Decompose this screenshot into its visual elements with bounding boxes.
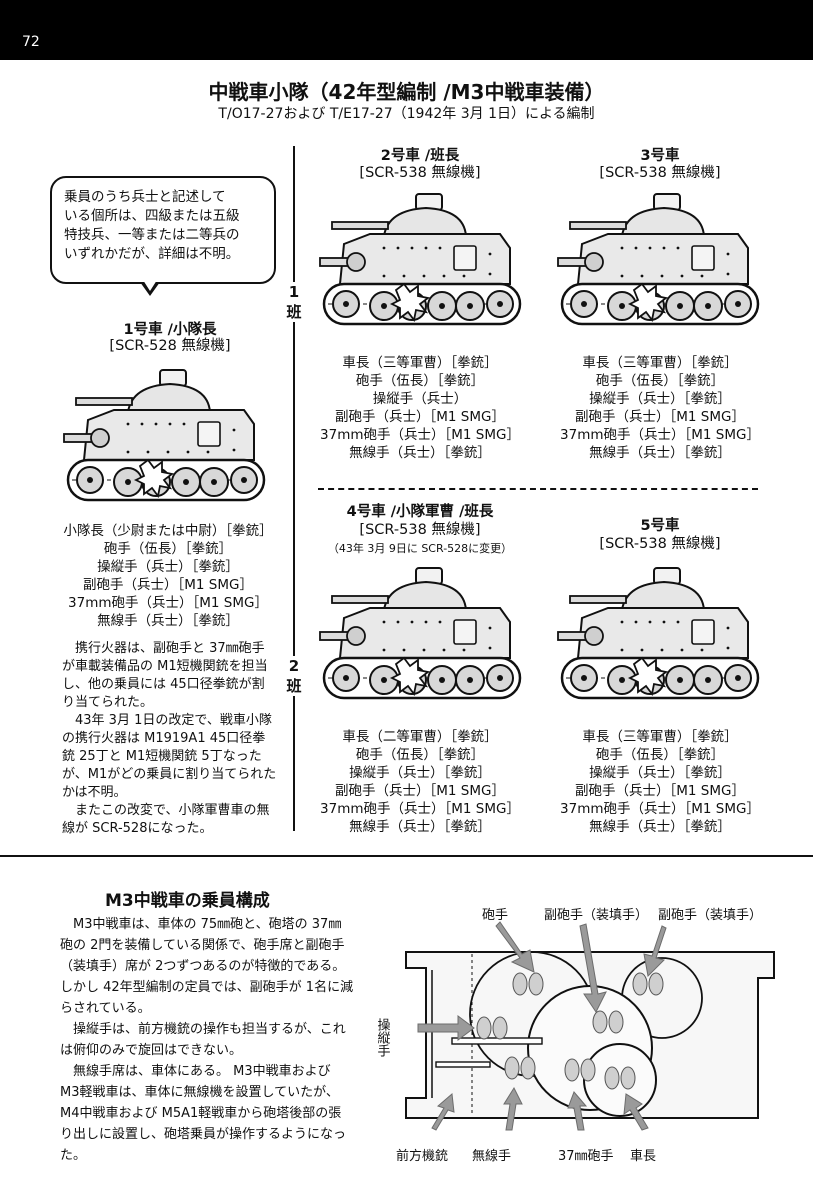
vehicle-2-name: 2号車 /班長 — [380, 148, 460, 164]
vehicle-1-radio: [SCR-528 無線機] — [109, 338, 231, 354]
crew-line: 無線手（兵士）［拳銃］ — [97, 613, 239, 629]
vehicle-1-tank-illustration — [62, 368, 266, 502]
crew-line: 車長（三等軍曹）［拳銃］ — [582, 355, 738, 371]
vehicle-1-crew: 小隊長（少尉または中尉）［拳銃］ 砲手（伍長）［拳銃］ 操縦手（兵士）［拳銃］ … — [48, 522, 288, 630]
label-radio: 無線手 — [472, 1148, 511, 1164]
group-2-label: 2 班 — [282, 656, 306, 696]
vehicle-1-name: 1号車 /小隊長 — [123, 322, 217, 338]
crew-seating-diagram: 砲手 副砲手（装填手） 副砲手（装填手） 前方機銃 無線手 37㎜砲手 車長 操… — [375, 908, 775, 1164]
vehicle-5-tank-illustration — [556, 566, 760, 700]
crew-line: 37mm砲手（兵士）［M1 SMG］ — [320, 801, 520, 817]
crew-line: 37mm砲手（兵士）［M1 SMG］ — [560, 427, 760, 443]
bubble-line: 乗員のうち兵士と記述して — [64, 189, 226, 205]
section-title: M3中戦車の乗員構成 — [105, 891, 270, 911]
section-paragraph: 操縦手は、前方機銃の操作も担当するが、これは俯仰のみで旋回はできない。 — [60, 1022, 346, 1058]
vehicle-3-name: 3号車 — [640, 148, 680, 164]
vehicle-4-tank-illustration — [318, 566, 522, 700]
page-title: 中戦車小隊（42年型編制 /M3中戦車装備） — [208, 80, 605, 104]
section-separator — [0, 855, 813, 857]
vehicle-4-radio: [SCR-538 無線機] — [359, 522, 481, 538]
vehicle-5-name: 5号車 — [640, 518, 680, 534]
group-divider — [318, 488, 758, 490]
header-bar — [0, 0, 813, 60]
crew-line: 無線手（兵士）［拳銃］ — [349, 445, 491, 461]
crew-line: 副砲手（兵士）［M1 SMG］ — [575, 783, 745, 799]
crew-line: 操縦手（兵士） — [372, 391, 468, 407]
label-gunner: 砲手 — [482, 908, 508, 923]
vehicle-2-crew: 車長（三等軍曹）［拳銃］ 砲手（伍長）［拳銃］ 操縦手（兵士） 副砲手（兵士）［… — [300, 354, 540, 462]
crew-line: 操縦手（兵士）［拳銃］ — [349, 765, 491, 781]
weapons-note-paragraph: 携行火器は、副砲手と 37㎜砲手が車載装備品の M1短機関銃を担当し、他の乗員に… — [62, 641, 268, 710]
vehicle-3-tank-illustration — [556, 192, 760, 326]
crew-line: 操縦手（兵士）［拳銃］ — [589, 391, 731, 407]
vehicle-4-name: 4号車 /小隊軍曹 /班長 — [346, 504, 494, 520]
crew-line: 無線手（兵士）［拳銃］ — [589, 445, 731, 461]
section-paragraph: M3中戦車は、車体の 75㎜砲と、砲塔の 37㎜砲の 2門を装備している関係で、… — [60, 917, 354, 1016]
crew-line: 砲手（伍長）［拳銃］ — [595, 373, 725, 389]
crew-line: 操縦手（兵士）［拳銃］ — [97, 559, 239, 575]
group-2-number: 2 — [288, 657, 300, 675]
crew-line: 37mm砲手（兵士）［M1 SMG］ — [68, 595, 268, 611]
crew-line: 操縦手（兵士）［拳銃］ — [589, 765, 731, 781]
crew-line: 車長（三等軍曹）［拳銃］ — [342, 355, 498, 371]
vehicle-4-crew: 車長（二等軍曹）［拳銃］ 砲手（伍長）［拳銃］ 操縦手（兵士）［拳銃］ 副砲手（… — [300, 728, 540, 836]
group-1-label: 1 班 — [282, 282, 306, 322]
vehicle-3-radio: [SCR-538 無線機] — [599, 165, 721, 181]
vehicle-5-crew: 車長（三等軍曹）［拳銃］ 砲手（伍長）［拳銃］ 操縦手（兵士）［拳銃］ 副砲手（… — [540, 728, 780, 836]
crew-line: 副砲手（兵士）［M1 SMG］ — [83, 577, 253, 593]
group-2-han: 班 — [286, 677, 302, 695]
group-1-han: 班 — [286, 303, 302, 321]
bubble-tail-inner — [143, 280, 157, 291]
label-commander: 車長 — [630, 1149, 656, 1164]
bubble-line: いる個所は、四級または五級 — [64, 208, 240, 224]
speech-bubble: 乗員のうち兵士と記述して いる個所は、四級または五級 特技兵、一等または二等兵の… — [50, 176, 276, 284]
crew-line: 37mm砲手（兵士）［M1 SMG］ — [320, 427, 520, 443]
weapons-note-paragraph: 43年 3月 1日の改定で、戦車小隊の携行火器は M1919A1 45口径拳銃 … — [62, 713, 277, 800]
vertical-divider — [293, 146, 295, 831]
crew-line: 砲手（伍長）［拳銃］ — [355, 373, 485, 389]
section-paragraph: 無線手席は、車体にある。 M3中戦車および M3軽戦車は、車体に無線機を設置して… — [60, 1064, 347, 1163]
crew-line: 副砲手（兵士）［M1 SMG］ — [335, 783, 505, 799]
section-body: M3中戦車は、車体の 75㎜砲と、砲塔の 37㎜砲の 2門を装備している関係で、… — [60, 914, 354, 1166]
vehicle-2-tank-illustration — [318, 192, 522, 326]
vehicle-2-radio: [SCR-538 無線機] — [359, 165, 481, 181]
vehicle-5-radio: [SCR-538 無線機] — [599, 536, 721, 552]
weapons-note: 携行火器は、副砲手と 37㎜砲手が車載装備品の M1短機関銃を担当し、他の乗員に… — [62, 640, 277, 838]
crew-line: 副砲手（兵士）［M1 SMG］ — [575, 409, 745, 425]
crew-line: 副砲手（兵士）［M1 SMG］ — [335, 409, 505, 425]
group-1-number: 1 — [288, 283, 300, 301]
crew-line: 小隊長（少尉または中尉）［拳銃］ — [63, 523, 273, 539]
crew-line: 車長（二等軍曹）［拳銃］ — [342, 729, 498, 745]
crew-line: 砲手（伍長）［拳銃］ — [595, 747, 725, 763]
crew-line: 車長（三等軍曹）［拳銃］ — [582, 729, 738, 745]
page-subtitle: T/O17-27および T/E17-27（1942年 3月 1日）による編制 — [218, 106, 595, 122]
label-asst-loader-1: 副砲手（装填手） — [544, 908, 648, 923]
bubble-line: 特技兵、一等または二等兵の — [64, 227, 240, 243]
crew-line: 砲手（伍長）［拳銃］ — [103, 541, 233, 557]
crew-line: 無線手（兵士）［拳銃］ — [349, 819, 491, 835]
crew-line: 無線手（兵士）［拳銃］ — [589, 819, 731, 835]
label-driver-vertical: 操縦手 — [375, 1017, 391, 1057]
vehicle-3-crew: 車長（三等軍曹）［拳銃］ 砲手（伍長）［拳銃］ 操縦手（兵士）［拳銃］ 副砲手（… — [540, 354, 780, 462]
crew-line: 37mm砲手（兵士）［M1 SMG］ — [560, 801, 760, 817]
label-asst-loader-2: 副砲手（装填手） — [658, 908, 762, 923]
label-mg: 前方機銃 — [396, 1148, 448, 1164]
weapons-note-paragraph: またこの改変で、小隊軍曹車の無線が SCR-528になった。 — [62, 803, 270, 836]
crew-line: 砲手（伍長）［拳銃］ — [355, 747, 485, 763]
label-37mm-gunner: 37㎜砲手 — [558, 1149, 614, 1164]
bubble-line: いずれかだが、詳細は不明。 — [64, 246, 240, 262]
page-number: 72 — [22, 34, 40, 50]
vehicle-4-note: （43年 3月 9日に SCR-528に変更） — [327, 542, 513, 555]
